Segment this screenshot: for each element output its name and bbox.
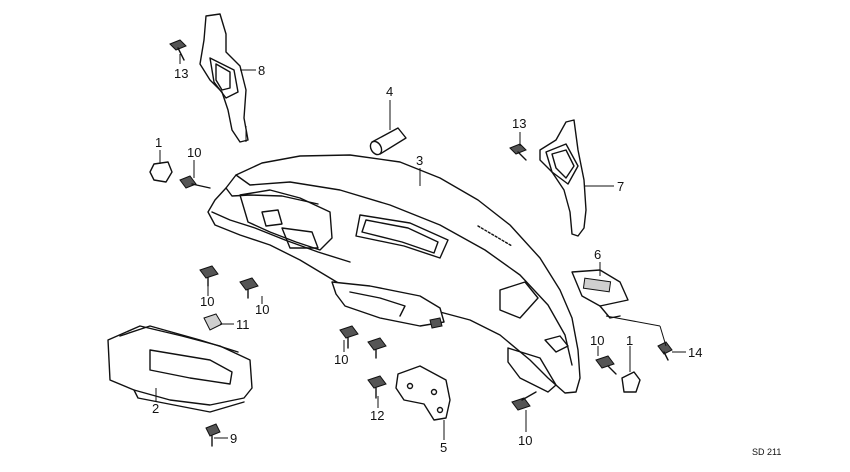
callout-8: 8 xyxy=(258,63,265,78)
bolt-10-f xyxy=(511,391,537,411)
callout-9: 9 xyxy=(230,431,237,446)
bracket-upper-left xyxy=(199,13,249,143)
callout-4: 4 xyxy=(386,84,393,99)
screw-14 xyxy=(657,341,673,361)
bolts xyxy=(169,39,673,447)
clip-11 xyxy=(203,313,223,331)
callout-11: 11 xyxy=(236,317,250,332)
callout-12: 12 xyxy=(370,408,384,423)
callout-13-left: 13 xyxy=(174,66,188,81)
callout-14: 14 xyxy=(688,345,702,360)
callout-7: 7 xyxy=(617,179,624,194)
diagram-code: SD 211 xyxy=(752,447,781,457)
bracket-right xyxy=(539,119,587,237)
callout-3: 3 xyxy=(416,153,423,168)
callout-5: 5 xyxy=(440,440,447,455)
clip-right xyxy=(621,371,641,393)
bolt-12 xyxy=(367,375,387,399)
bolt-10-e xyxy=(367,337,387,359)
bolt-10-a xyxy=(179,175,211,189)
callout-10-d: 10 xyxy=(334,352,348,367)
bolt-13-left xyxy=(169,39,187,61)
callout-10-f: 10 xyxy=(518,433,532,448)
callout-10-b: 10 xyxy=(200,294,214,309)
callout-1-left: 1 xyxy=(155,135,162,150)
bolt-10-d xyxy=(339,325,359,349)
callout-10-e: 10 xyxy=(590,333,604,348)
callout-6: 6 xyxy=(594,247,601,262)
bolt-10-c xyxy=(239,277,259,299)
callout-1-right: 1 xyxy=(626,333,633,348)
switch-bracket xyxy=(571,269,629,319)
bolt-13-right xyxy=(509,143,527,161)
callout-13-right: 13 xyxy=(512,116,526,131)
bolt-10-b xyxy=(199,265,219,287)
callout-labels: 13 8 4 13 1 10 3 7 6 10 10 11 10 10 1 14… xyxy=(152,63,781,457)
bracket-plate xyxy=(395,365,451,421)
dashboard-panel xyxy=(207,154,581,394)
callout-2: 2 xyxy=(152,401,159,416)
bolt-10-g xyxy=(595,355,617,375)
callout-10-c: 10 xyxy=(255,302,269,317)
screw-9 xyxy=(205,423,221,447)
glove-box-panel xyxy=(107,325,253,413)
clip-left xyxy=(149,161,173,183)
leader-lines xyxy=(155,54,686,440)
bolt-panel xyxy=(429,317,443,329)
cylinder-part xyxy=(369,127,407,156)
callout-10-a: 10 xyxy=(187,145,201,160)
